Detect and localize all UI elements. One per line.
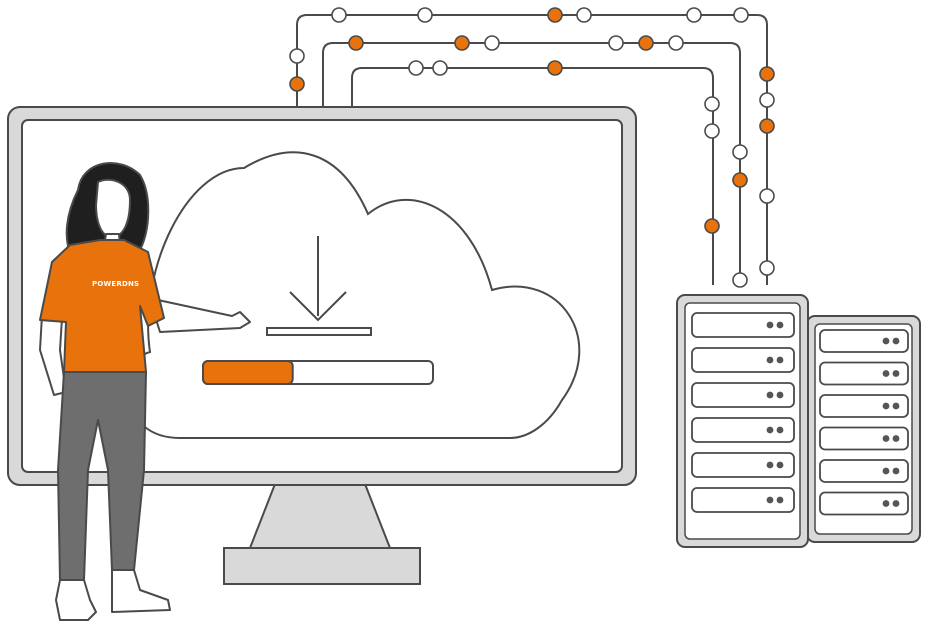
server-status-light	[882, 370, 890, 377]
server-unit	[691, 382, 795, 408]
server-unit	[819, 491, 909, 516]
server-status-light	[766, 426, 774, 434]
network-node	[289, 76, 305, 92]
network-node	[484, 35, 500, 51]
network-node	[759, 92, 775, 108]
network-node	[759, 118, 775, 134]
network-node	[733, 7, 749, 23]
server-status-light	[892, 402, 900, 410]
server-unit	[819, 394, 909, 418]
server-status-light	[892, 467, 900, 475]
network-node	[704, 123, 720, 139]
network-node	[608, 35, 624, 51]
server-status-light	[882, 467, 890, 475]
server-status-light	[882, 500, 890, 507]
server-status-light	[776, 356, 784, 364]
person-figure	[39, 162, 251, 621]
network-node	[432, 60, 448, 76]
server-status-light	[892, 435, 900, 442]
network-node	[732, 272, 748, 288]
server-unit	[691, 312, 795, 338]
server-unit	[691, 452, 795, 478]
network-node	[576, 7, 592, 23]
network-node	[547, 7, 563, 23]
server-status-light	[766, 391, 774, 399]
network-node	[704, 96, 720, 112]
download-arrow-icon	[266, 236, 372, 336]
server-status-light	[892, 337, 900, 345]
server-status-light	[776, 461, 784, 469]
network-cables	[296, 14, 768, 285]
server-status-light	[892, 500, 900, 507]
server-status-light	[776, 426, 784, 434]
network-node	[704, 218, 720, 234]
server-status-light	[892, 370, 900, 377]
progress-bar	[202, 360, 434, 385]
network-nodes	[289, 7, 775, 288]
server-status-light	[776, 496, 784, 504]
server-status-light	[882, 337, 890, 345]
server-rack-icon	[676, 294, 809, 548]
server-status-light	[766, 356, 774, 364]
network-node	[759, 260, 775, 276]
network-node	[454, 35, 470, 51]
server-unit	[819, 459, 909, 483]
server-status-light	[776, 321, 784, 329]
server-unit	[691, 487, 795, 513]
shirt-logo-text: POWERDNS	[92, 280, 139, 288]
network-node	[289, 48, 305, 64]
network-node	[759, 188, 775, 204]
server-status-light	[766, 461, 774, 469]
server-status-light	[882, 435, 890, 442]
network-node	[686, 7, 702, 23]
monitor-stand	[223, 483, 421, 585]
server-rack-icon	[806, 315, 921, 543]
progress-fill	[202, 360, 294, 385]
server-unit	[819, 361, 909, 386]
network-node	[547, 60, 563, 76]
server-status-light	[882, 402, 890, 410]
network-node	[732, 144, 748, 160]
server-unit	[691, 347, 795, 373]
server-unit	[819, 329, 909, 353]
network-node	[638, 35, 654, 51]
server-status-light	[776, 391, 784, 399]
server-status-light	[766, 321, 774, 329]
server-status-light	[766, 496, 774, 504]
network-node	[417, 7, 433, 23]
server-unit	[819, 426, 909, 451]
network-node	[668, 35, 684, 51]
network-node	[732, 172, 748, 188]
network-node	[408, 60, 424, 76]
network-node	[331, 7, 347, 23]
network-node	[348, 35, 364, 51]
network-node	[759, 66, 775, 82]
server-unit	[691, 417, 795, 443]
